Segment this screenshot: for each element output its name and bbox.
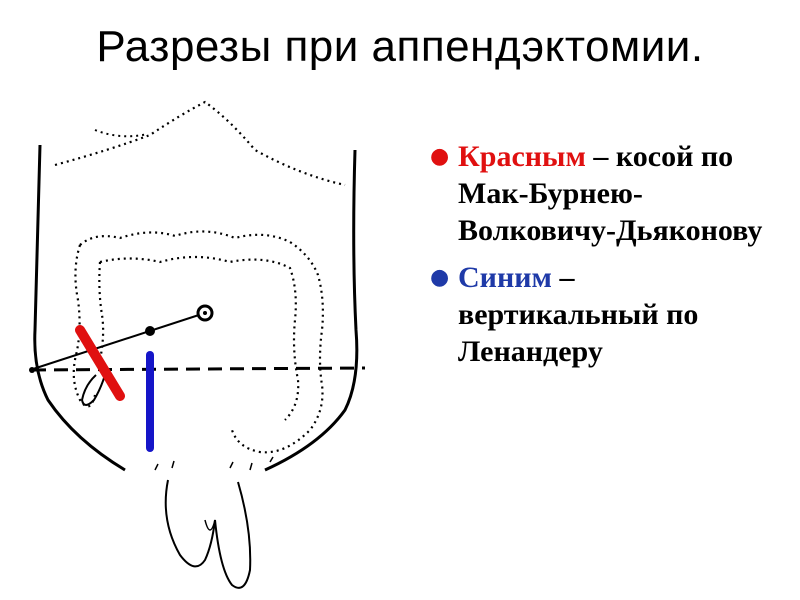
list-item-blue: ● Синим – вертикальный по Ленандеру [430,259,770,370]
red-keyword: Красным [458,140,586,173]
bullet-dot-icon: ● [430,265,450,290]
appendix [80,374,105,406]
incision-list: ● Красным – косой по Мак-Бурнею-Волкович… [430,138,770,380]
left-flank-outline [33,144,126,472]
colon-outline [79,230,324,454]
mcburney-point [145,326,155,336]
abdomen-diagram [29,100,366,589]
spinoumbilical-line [29,312,206,371]
blue-description: – вертикальный по Ленандеру [458,261,699,368]
slide-title: Разрезы при аппендэктомии. [96,22,704,71]
right-flank-outline [264,149,359,472]
red-oblique-incision [75,325,125,401]
genitalia-outline [164,479,252,589]
list-item-red: ● Красным – косой по Мак-Бурнею-Волкович… [430,138,770,249]
interspinous-dashed-line [31,366,366,372]
blue-keyword: Синим [458,261,552,294]
costal-margin [54,100,346,187]
bullet-dot-icon: ● [430,144,450,169]
red-description: – косой по Мак-Бурнею-Волковичу-Дьяконов… [458,140,763,247]
